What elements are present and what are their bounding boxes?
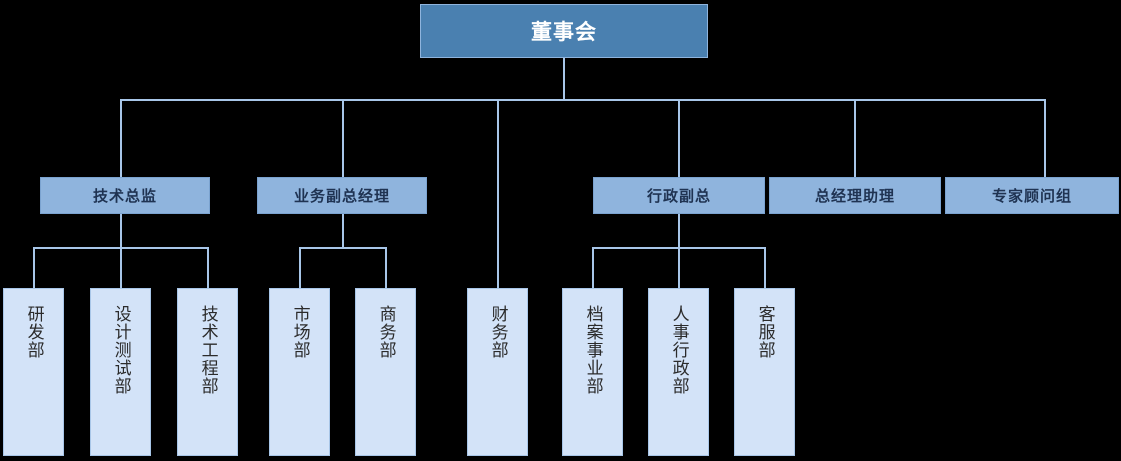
node-label: 董事会: [531, 20, 597, 44]
node-label: 总经理助理: [814, 187, 895, 205]
node-finance-dept[interactable]: 财务部: [467, 288, 528, 456]
node-customer-service-dept[interactable]: 客服部: [734, 288, 795, 456]
node-tech-engineering-dept[interactable]: 技术工程部: [177, 288, 238, 456]
node-label: 研发部: [23, 305, 44, 359]
connector-tech-to-design-test: [120, 247, 122, 288]
node-label: 技术工程部: [197, 305, 218, 395]
connector-bus-to-admin-vp: [678, 99, 680, 177]
connector-tech-to-rnd: [33, 247, 35, 288]
node-business-vp[interactable]: 业务副总经理: [257, 177, 427, 214]
node-label: 商务部: [375, 305, 396, 359]
connector-business-to-commerce: [385, 247, 387, 288]
node-board-of-directors[interactable]: 董事会: [420, 4, 708, 58]
connector-business-vp-bus: [299, 247, 386, 249]
node-label: 市场部: [289, 305, 310, 359]
connector-bus-to-expert-group: [1044, 99, 1046, 177]
node-expert-group[interactable]: 专家顾问组: [945, 177, 1119, 214]
node-admin-vp[interactable]: 行政副总: [593, 177, 765, 214]
connector-business-to-marketing: [299, 247, 301, 288]
connector-bus-to-finance-dept: [497, 99, 499, 288]
connector-root-stem: [563, 58, 565, 101]
node-label: 人事行政部: [668, 305, 689, 395]
node-label: 设计测试部: [110, 305, 131, 395]
node-tech-director[interactable]: 技术总监: [40, 177, 210, 214]
connector-business-vp-stem: [342, 213, 344, 248]
node-label: 技术总监: [92, 187, 157, 205]
connector-admin-to-archive: [592, 247, 594, 288]
connector-admin-to-customer-service: [764, 247, 766, 288]
connector-admin-to-hr: [678, 247, 680, 288]
node-hr-admin-dept[interactable]: 人事行政部: [648, 288, 709, 456]
node-archive-dept[interactable]: 档案事业部: [562, 288, 623, 456]
node-commerce-dept[interactable]: 商务部: [355, 288, 416, 456]
connector-bus-to-gm-assistant: [854, 99, 856, 177]
connector-tech-to-engineering: [207, 247, 209, 288]
node-gm-assistant[interactable]: 总经理助理: [769, 177, 941, 214]
connector-admin-vp-stem: [678, 213, 680, 248]
connector-main-bus: [120, 99, 1045, 101]
connector-bus-to-business-vp: [342, 99, 344, 177]
connector-bus-to-tech-director: [120, 99, 122, 177]
node-design-test-dept[interactable]: 设计测试部: [90, 288, 151, 456]
node-label: 行政副总: [646, 187, 711, 205]
node-rnd-dept[interactable]: 研发部: [3, 288, 64, 456]
node-marketing-dept[interactable]: 市场部: [269, 288, 330, 456]
node-label: 业务副总经理: [293, 187, 390, 205]
node-label: 客服部: [754, 305, 775, 359]
connector-tech-director-stem: [120, 213, 122, 248]
node-label: 专家顾问组: [991, 187, 1072, 205]
node-label: 财务部: [487, 305, 508, 359]
node-label: 档案事业部: [582, 305, 603, 395]
